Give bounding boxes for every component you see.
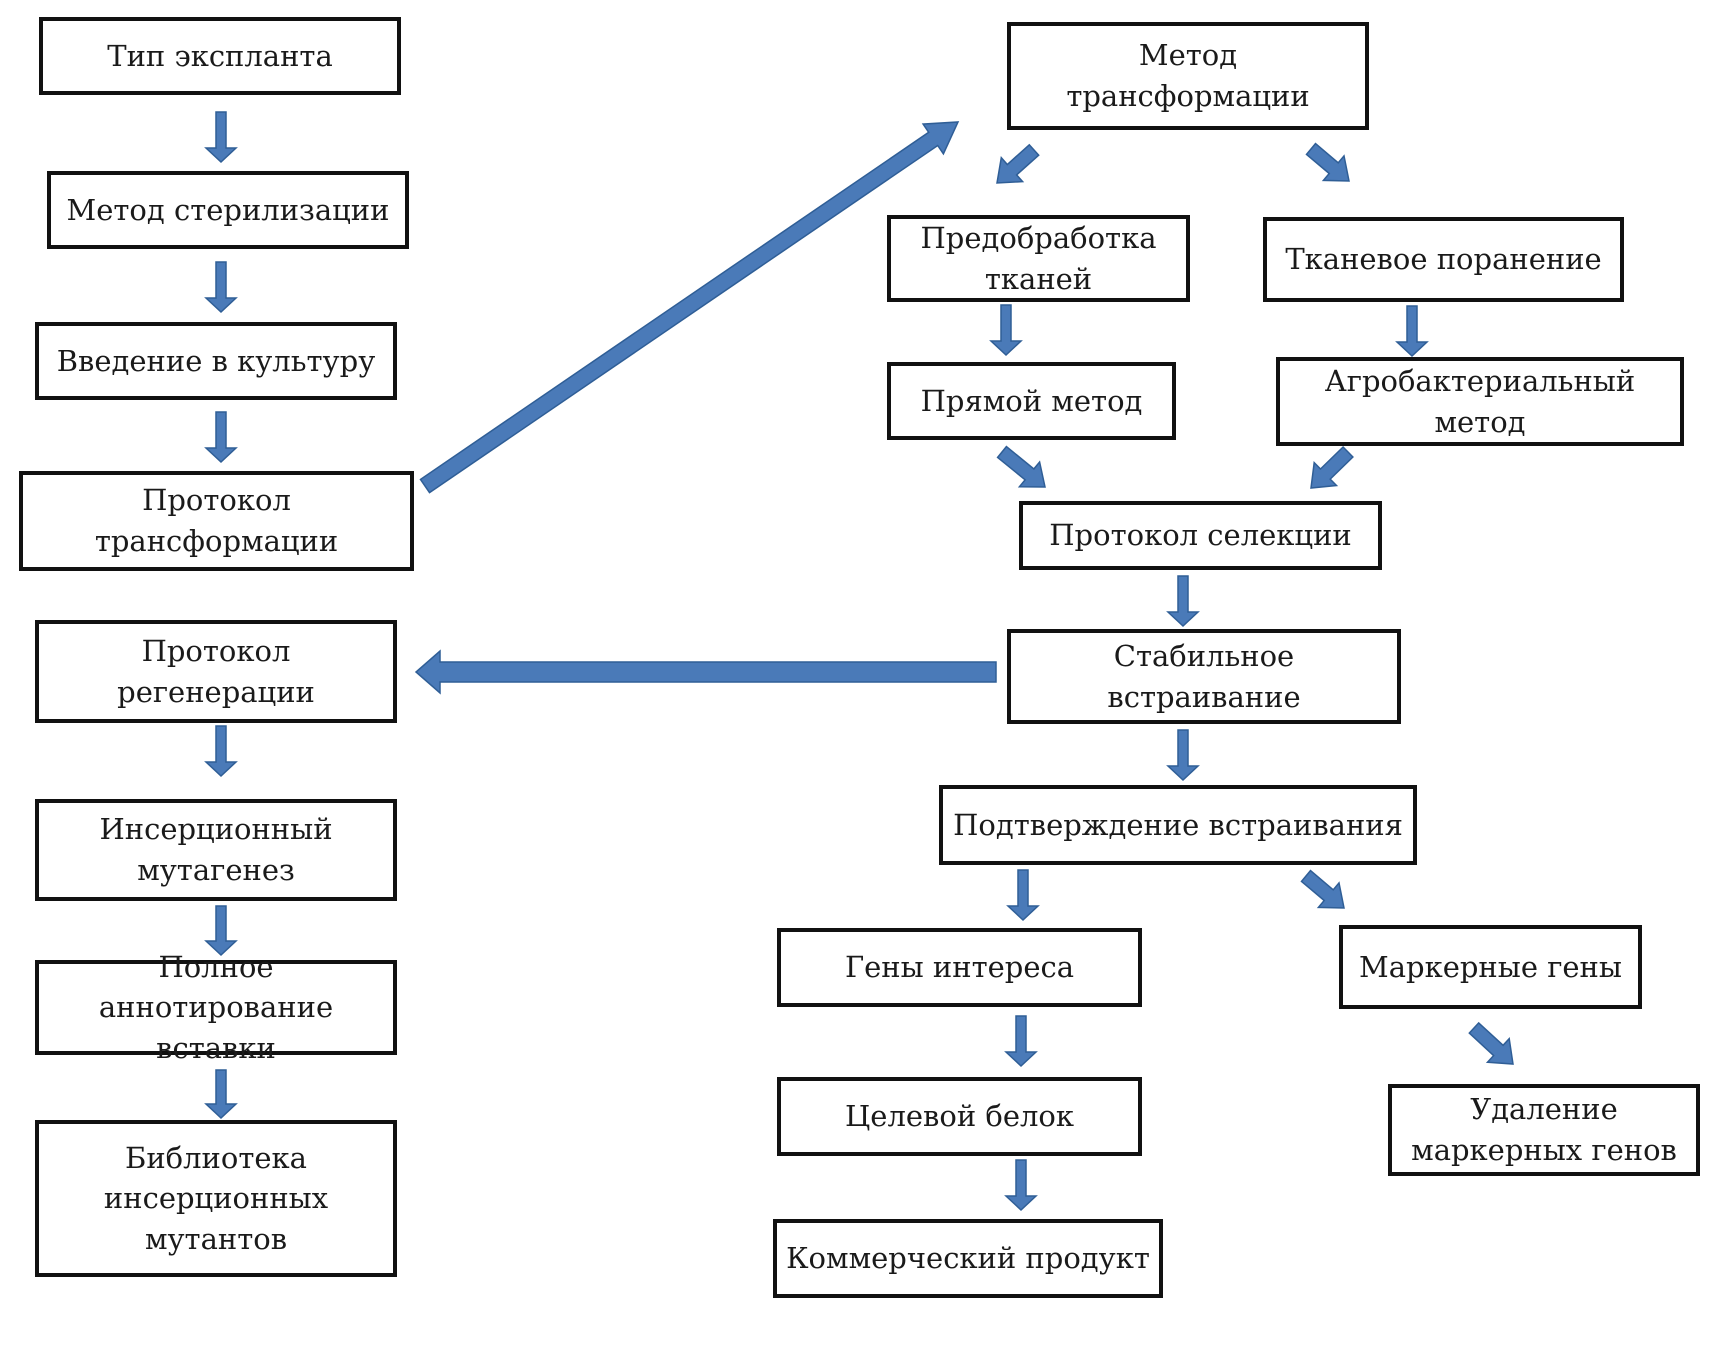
node-target-protein: Целевой белок [777,1077,1142,1156]
node-explant-type-label: Тип экспланта [107,38,333,73]
node-culture-introduction: Введение в культуру [35,322,397,400]
node-sterilization-method-label: Метод стерилизации [66,192,390,227]
node-transformation-protocol: Протокол трансформации [19,471,414,571]
node-integration-confirmation: Подтверждение встраивания [939,785,1417,865]
arrow-method-to-pretreatment [996,143,1040,184]
arrow-sterilization-to-culture [204,261,238,314]
node-direct-method: Прямой метод [887,362,1176,440]
arrow-direct-to-selection [996,445,1046,488]
arrow-confirmation-to-interest [1006,869,1040,922]
node-full-insert-annotation: Полное аннотирование вставки [35,950,397,1065]
node-culture-introduction-label: Введение в культуру [56,343,376,378]
arrow-annotation-to-library [204,1069,238,1120]
node-insertional-mutagenesis: Инсерционный мутагенез [35,799,397,901]
node-marker-gene-removal-label: Удаление маркерных генов [1411,1092,1677,1167]
arrow-interest-to-protein [1004,1015,1038,1068]
node-tissue-wounding: Тканевое поранение [1263,217,1624,302]
arrow-stable-to-confirmation [1166,729,1200,782]
node-explant-type: Тип экспланта [39,17,401,95]
node-regeneration-protocol: Протокол регенерации [35,620,397,723]
node-insertional-mutagenesis-label: Инсерционный мутагенез [99,812,333,887]
arrow-explant-to-sterilization [204,111,238,164]
arrow-wounding-to-agro [1395,305,1429,358]
node-regeneration-protocol-label: Протокол регенерации [117,633,315,709]
arrow-regeneration-to-mutagenesis [204,725,238,778]
node-tissue-pretreatment: Предобработка тканей [887,215,1190,302]
node-direct-method-label: Прямой метод [920,383,1143,418]
arrow-protocol-to-method [419,121,960,494]
arrow-mutagenesis-to-annotation [204,905,238,957]
node-sterilization-method: Метод стерилизации [47,171,409,249]
arrow-stable-to-regeneration [414,649,997,695]
node-commercial-product: Коммерческий продукт [773,1219,1163,1298]
arrow-culture-to-protocol [204,411,238,464]
arrow-pretreatment-to-direct [989,304,1023,357]
node-integration-confirmation-label: Подтверждение встраивания [953,807,1403,842]
arrow-method-to-wounding [1305,142,1350,182]
node-marker-genes-label: Маркерные гены [1359,949,1622,984]
node-marker-genes: Маркерные гены [1339,925,1642,1009]
node-stable-integration-label: Стабильное встраивание [1107,638,1301,714]
node-commercial-product-label: Коммерческий продукт [786,1241,1150,1276]
node-target-protein-label: Целевой белок [845,1099,1074,1134]
node-selection-protocol-label: Протокол селекции [1049,518,1352,553]
node-agrobacterial-method-label: Агробактериальный метод [1324,363,1636,439]
node-stable-integration: Стабильное встраивание [1007,629,1401,724]
node-insertional-mutant-library-label: Библиотека инсерционных мутантов [103,1140,329,1256]
arrow-selection-to-stable [1166,575,1200,628]
node-genes-of-interest: Гены интереса [777,928,1142,1007]
arrow-marker-to-removal [1468,1021,1514,1065]
node-tissue-wounding-label: Тканевое поранение [1285,242,1602,277]
node-selection-protocol: Протокол селекции [1019,501,1382,570]
node-full-insert-annotation-label: Полное аннотирование вставки [98,949,334,1065]
node-transformation-method: Метод трансформации [1007,22,1369,130]
node-agrobacterial-method: Агробактериальный метод [1276,357,1684,446]
arrow-confirmation-to-marker [1300,869,1345,909]
node-tissue-pretreatment-label: Предобработка тканей [920,220,1157,296]
node-transformation-method-label: Метод трансформации [1066,38,1310,113]
node-marker-gene-removal: Удаление маркерных генов [1388,1084,1700,1176]
node-genes-of-interest-label: Гены интереса [844,950,1075,985]
arrow-protein-to-commercial [1004,1159,1038,1212]
node-insertional-mutant-library: Библиотека инсерционных мутантов [35,1120,397,1277]
node-transformation-protocol-label: Протокол трансформации [94,483,339,558]
arrow-agro-to-selection [1310,445,1354,489]
